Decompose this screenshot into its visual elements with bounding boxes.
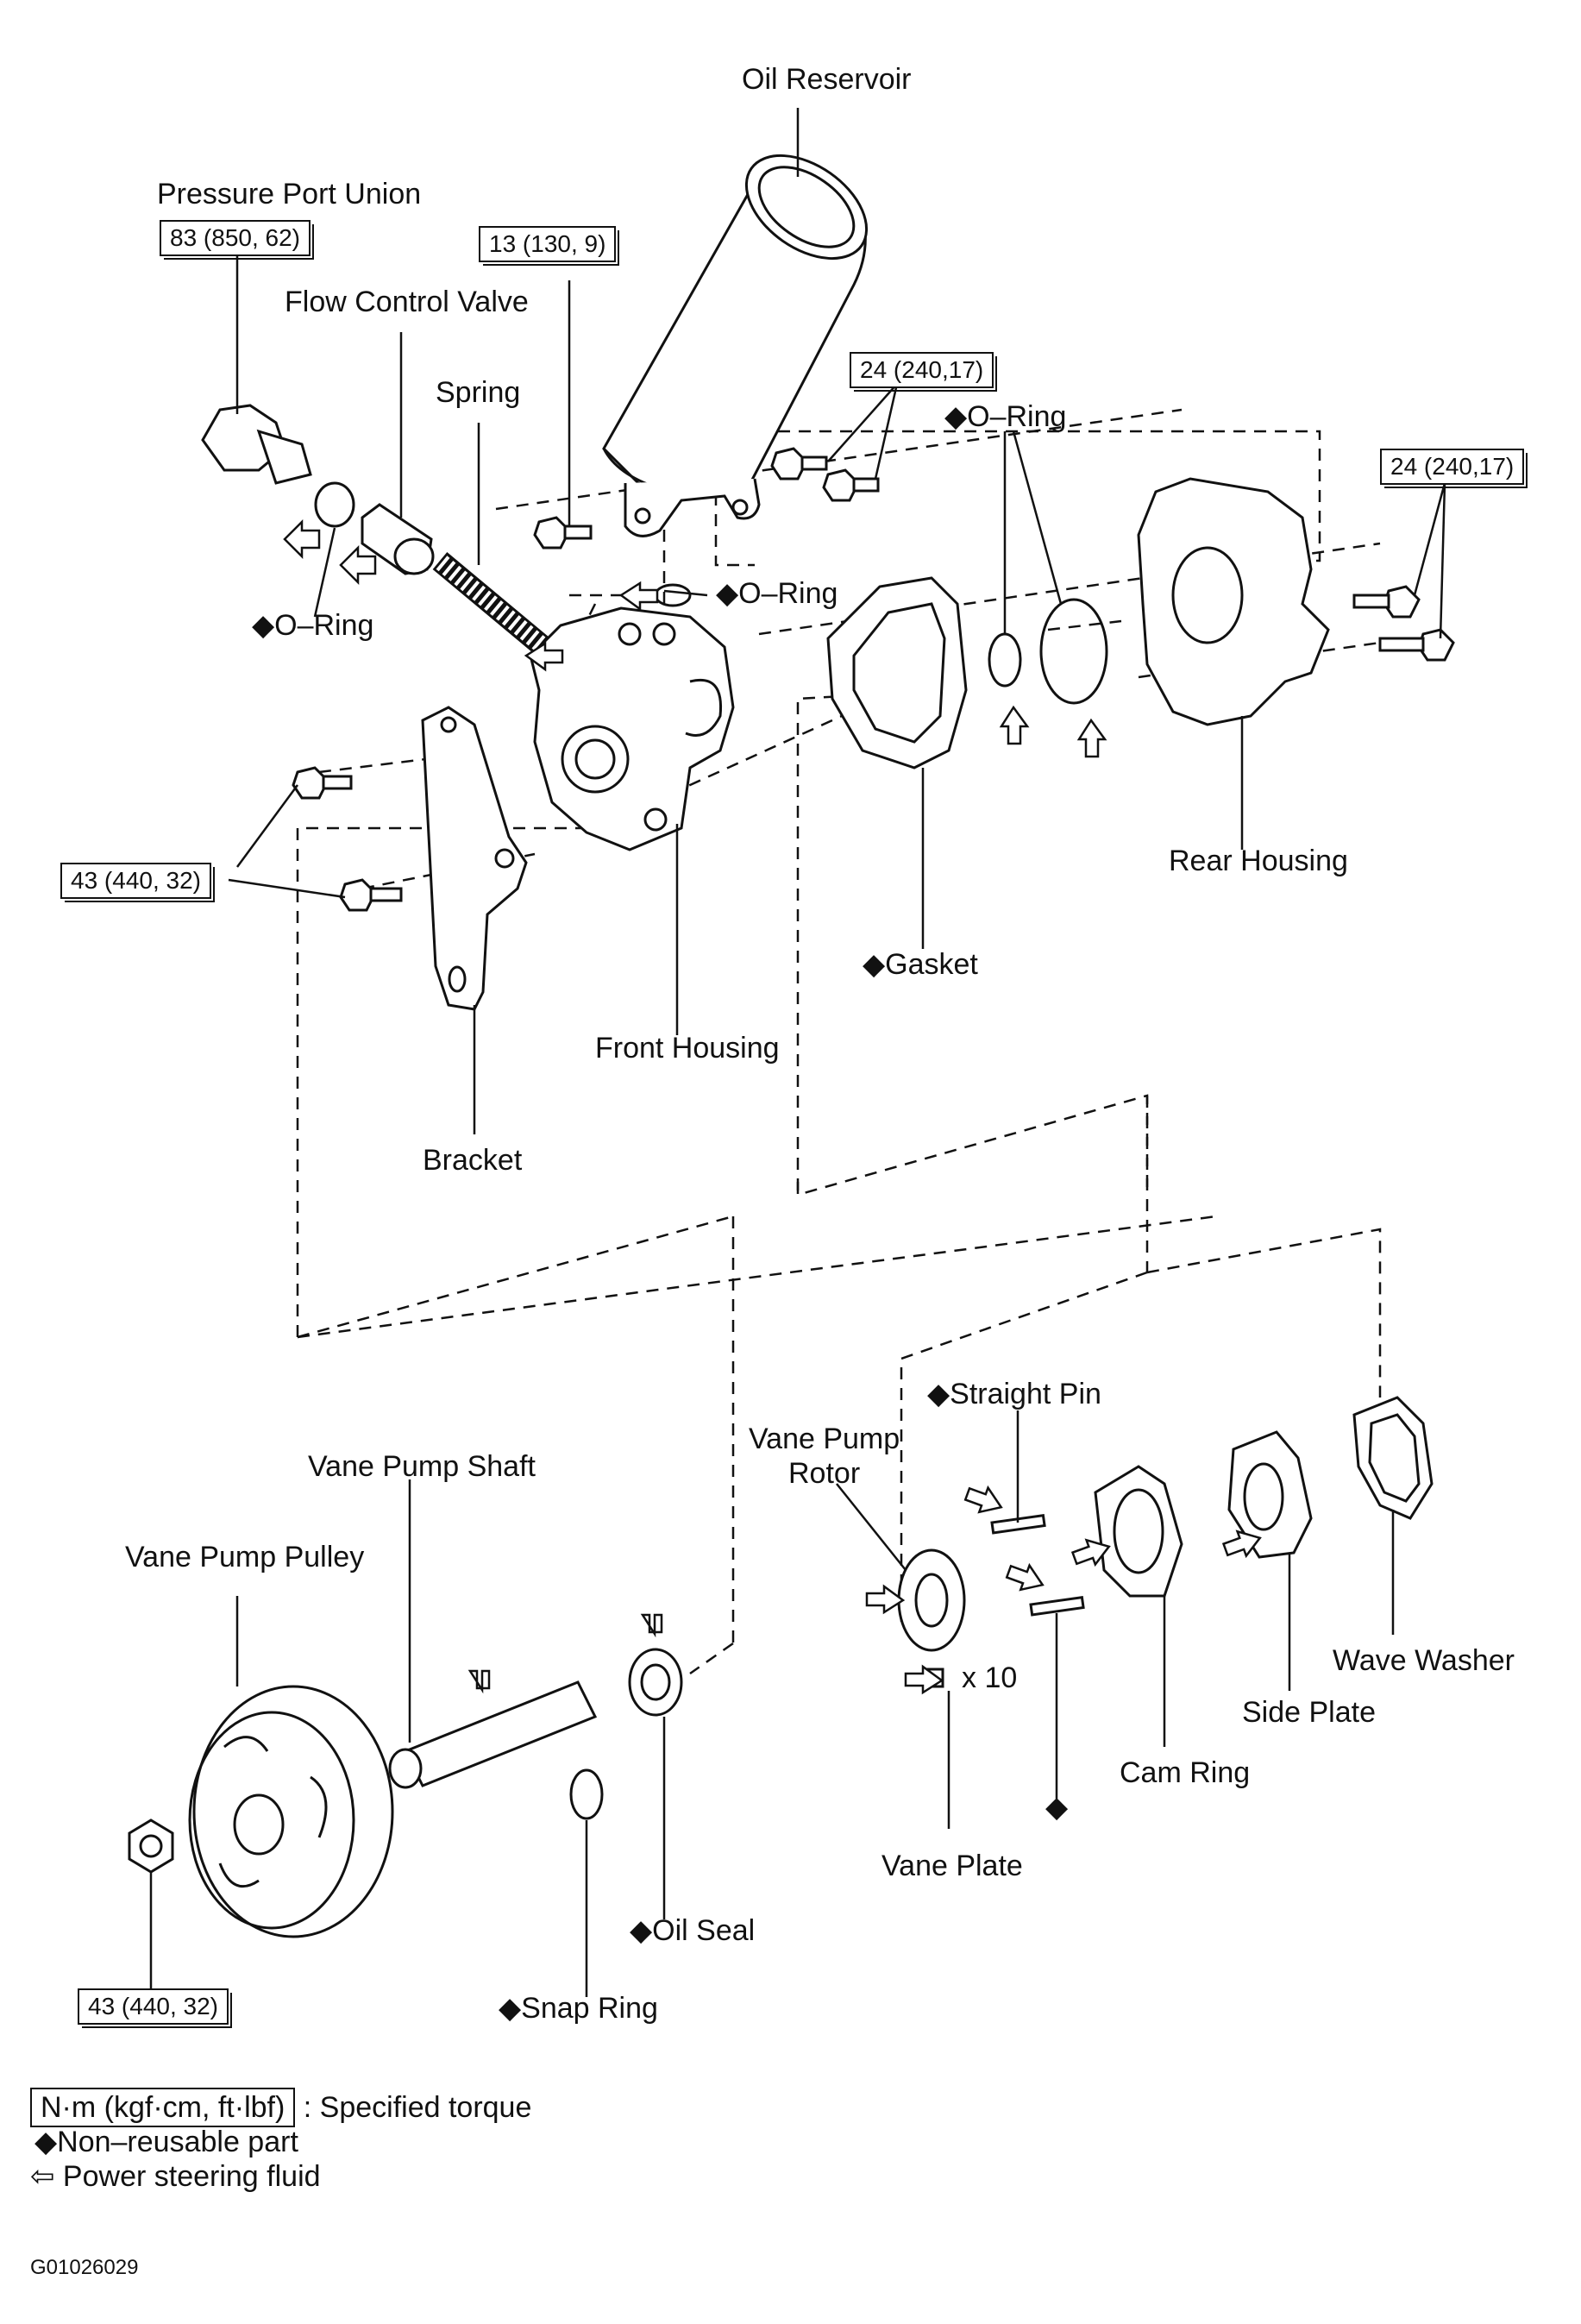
label-pressure-port-union: Pressure Port Union — [157, 178, 422, 210]
label-non-reusable-marker: ◆ — [1045, 1791, 1069, 1824]
legend-torque: N·m (kgf·cm, ft·lbf) : Specified torque — [30, 2088, 531, 2127]
label-oil-reservoir: Oil Reservoir — [742, 63, 912, 96]
legend-torque-unit: N·m (kgf·cm, ft·lbf) — [30, 2088, 296, 2127]
oil-reservoir-part — [602, 154, 869, 537]
label-spring: Spring — [436, 376, 521, 409]
label-flow-control-valve: Flow Control Valve — [285, 286, 529, 318]
torque-reservoir-bolts-right: 24 (240,17) — [850, 352, 998, 392]
vane-pump-shaft-part — [388, 1680, 598, 1789]
vane-pump-pulley-part — [188, 1685, 394, 1938]
gasket-part — [826, 576, 968, 769]
straight-pin-parts — [990, 1513, 1085, 1617]
assembly-guide-lines — [296, 408, 1382, 1675]
label-o-ring-mid: ◆O–Ring — [716, 577, 838, 610]
label-bracket: Bracket — [423, 1144, 523, 1177]
torque-rear-housing-bolts: 24 (240,17) — [1380, 449, 1528, 488]
label-vane-pump-pulley: Vane Pump Pulley — [125, 1541, 365, 1573]
label-cam-ring: Cam Ring — [1120, 1756, 1251, 1789]
label-front-housing: Front Housing — [595, 1032, 780, 1065]
fluid-arrow-icons — [283, 518, 1262, 1695]
label-oil-seal: ◆Oil Seal — [630, 1914, 756, 1947]
label-snap-ring: ◆Snap Ring — [499, 1992, 658, 2025]
label-gasket: ◆Gasket — [863, 948, 978, 981]
label-vane-plate: Vane Plate — [881, 1850, 1023, 1882]
cam-ring-part — [1094, 1465, 1183, 1598]
leader-lines — [149, 108, 1446, 1997]
label-o-ring-left: ◆O–Ring — [252, 609, 374, 642]
label-straight-pin: ◆Straight Pin — [927, 1378, 1101, 1410]
torque-pressure-port-union: 83 (850, 62) — [160, 220, 314, 260]
legend-fluid: ⇦ Power steering fluid — [30, 2160, 321, 2193]
snap-ring-part — [569, 1768, 604, 1820]
label-vane-pump-shaft: Vane Pump Shaft — [308, 1450, 536, 1483]
wave-washer-part — [1352, 1396, 1434, 1520]
flow-control-valve-part — [361, 503, 435, 575]
legend-torque-desc: : Specified torque — [303, 2091, 532, 2124]
label-side-plate: Side Plate — [1242, 1696, 1376, 1729]
pressure-port-union-part — [201, 404, 355, 528]
label-x10: x 10 — [962, 1661, 1018, 1694]
label-vane-pump-rotor: Vane Pump Rotor — [749, 1423, 900, 1490]
torque-pulley-nut: 43 (440, 32) — [78, 1988, 232, 2028]
bracket-part — [421, 706, 528, 1011]
spring-part — [432, 552, 551, 656]
figure-code: G01026029 — [30, 2256, 139, 2279]
side-plate-part — [1227, 1430, 1313, 1559]
rear-housing-part — [1137, 477, 1330, 726]
label-wave-washer: Wave Washer — [1333, 1644, 1515, 1677]
legend-non-reusable: ◆Non–reusable part — [35, 2126, 298, 2158]
vane-pump-rotor-part — [897, 1548, 966, 1652]
label-rear-housing: Rear Housing — [1169, 845, 1348, 877]
label-o-ring-right: ◆O–Ring — [944, 400, 1067, 433]
oil-seal-part — [628, 1648, 683, 1717]
front-housing-part — [529, 606, 735, 851]
torque-bracket-bolts: 43 (440, 32) — [60, 863, 215, 902]
torque-reservoir-bolt: 13 (130, 9) — [479, 226, 620, 266]
